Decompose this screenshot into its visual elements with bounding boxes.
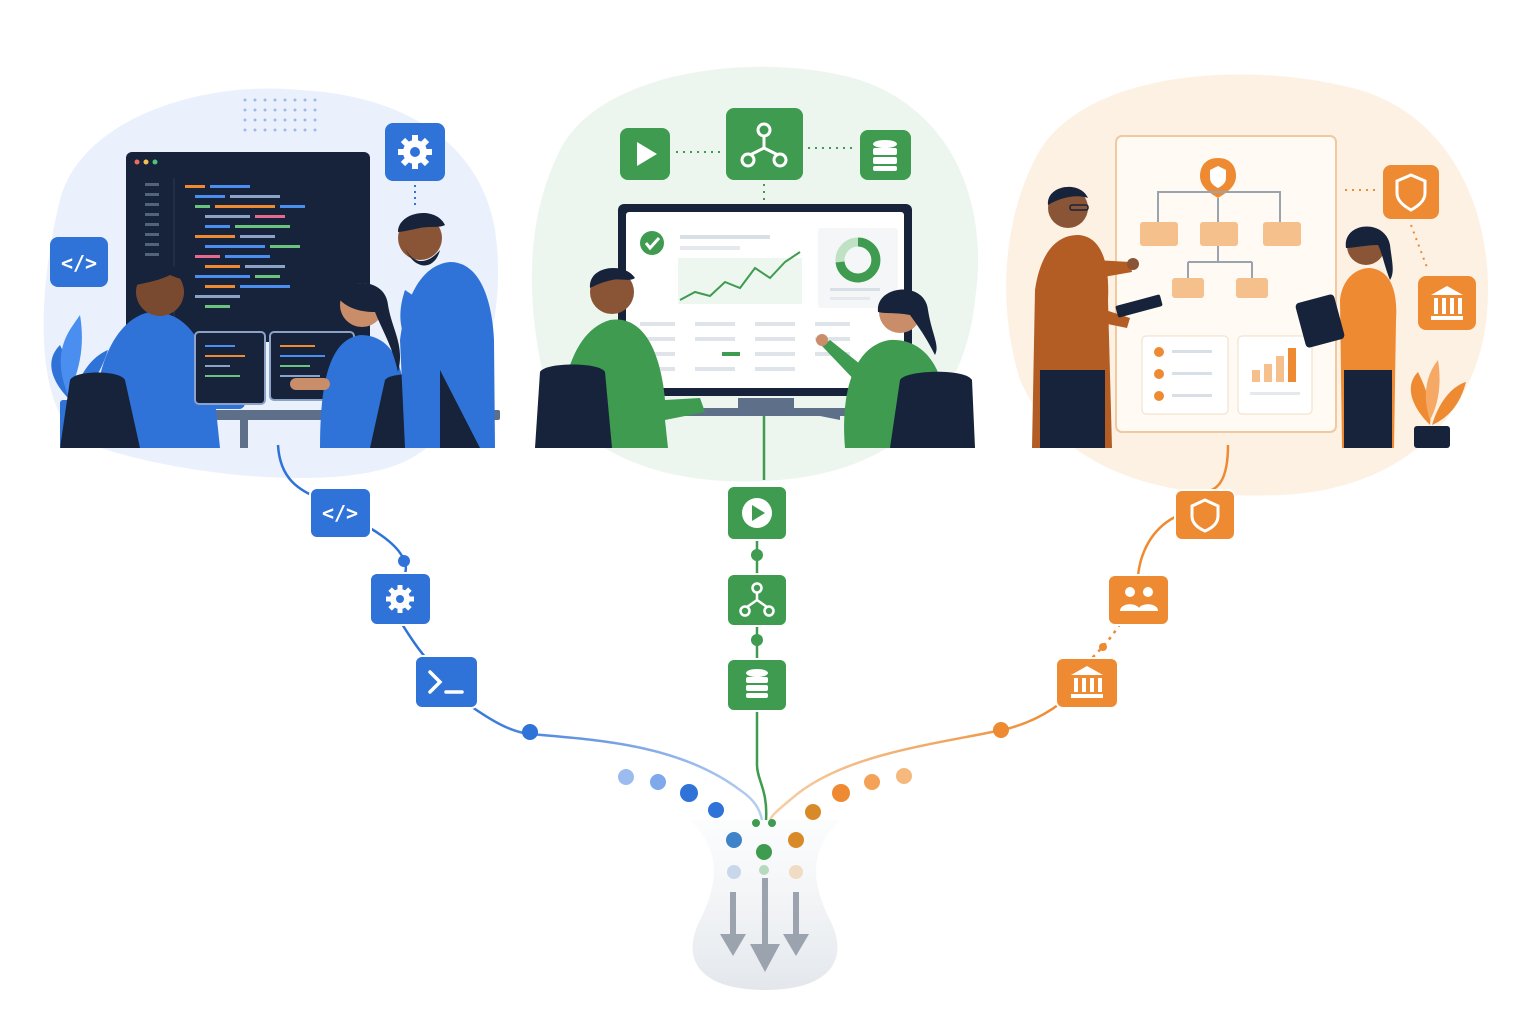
green-pipeline <box>751 540 768 821</box>
down-arrows-icon <box>720 878 809 972</box>
bank-icon <box>1431 286 1463 320</box>
path-bank-tile <box>1055 657 1119 709</box>
path-node <box>751 549 763 561</box>
play-icon <box>637 142 657 166</box>
mini-bar-chart <box>1252 348 1296 382</box>
branch-icon <box>739 582 775 617</box>
org-chart-board <box>1115 135 1337 433</box>
bank-icon <box>1071 666 1103 698</box>
floating-branch-tile <box>726 108 803 180</box>
orange-pipeline <box>768 444 1230 821</box>
gear-icon <box>386 585 414 613</box>
path-terminal-tile <box>414 655 479 709</box>
floating-shield-tile <box>1383 165 1439 219</box>
code-icon: </> <box>322 501 358 525</box>
presenter-man <box>1032 186 1163 448</box>
path-gear-tile <box>369 572 432 626</box>
play-icon <box>752 505 765 521</box>
floating-bank-tile <box>1418 276 1476 330</box>
line-chart <box>679 251 801 301</box>
analytics-scene <box>535 108 975 480</box>
path-node <box>993 722 1009 738</box>
converging-dots <box>618 768 912 879</box>
development-scene: </> <box>50 98 500 448</box>
floating-play-tile <box>620 128 670 180</box>
dot-grid <box>243 98 317 132</box>
gear-icon <box>398 135 432 169</box>
shield-icon <box>1395 173 1427 212</box>
floating-database-tile <box>860 130 911 180</box>
path-shield-tile <box>1174 489 1236 541</box>
path-branch-tile <box>726 573 788 627</box>
shield-icon <box>1210 166 1226 188</box>
terminal-icon <box>428 670 464 694</box>
checklist <box>1154 347 1212 401</box>
database-icon <box>873 140 897 171</box>
plant-right <box>1410 360 1466 448</box>
path-database-tile <box>726 658 788 712</box>
laptop-left <box>194 331 266 405</box>
floating-gear-tile <box>385 123 445 181</box>
analyst-pointing <box>815 289 975 448</box>
floating-code-tile: </> <box>50 237 108 287</box>
path-users-tile <box>1107 574 1170 626</box>
database-icon <box>746 669 768 698</box>
code-icon: </> <box>61 251 97 275</box>
path-node <box>1099 643 1107 651</box>
analytics-monitor <box>618 204 912 408</box>
code-lines <box>185 185 305 308</box>
developer-standing <box>398 213 495 448</box>
presenter-woman <box>1295 226 1397 448</box>
governance-scene <box>1032 135 1476 448</box>
analyst-seated <box>535 267 705 448</box>
path-play-tile <box>726 485 788 541</box>
path-node <box>522 724 538 740</box>
path-code-tile: </> <box>309 487 372 539</box>
path-node <box>398 555 410 567</box>
shield-icon <box>1190 498 1220 533</box>
path-node <box>751 634 763 646</box>
donut-chart <box>835 237 881 283</box>
branch-icon <box>740 122 788 168</box>
users-icon <box>1120 587 1158 611</box>
